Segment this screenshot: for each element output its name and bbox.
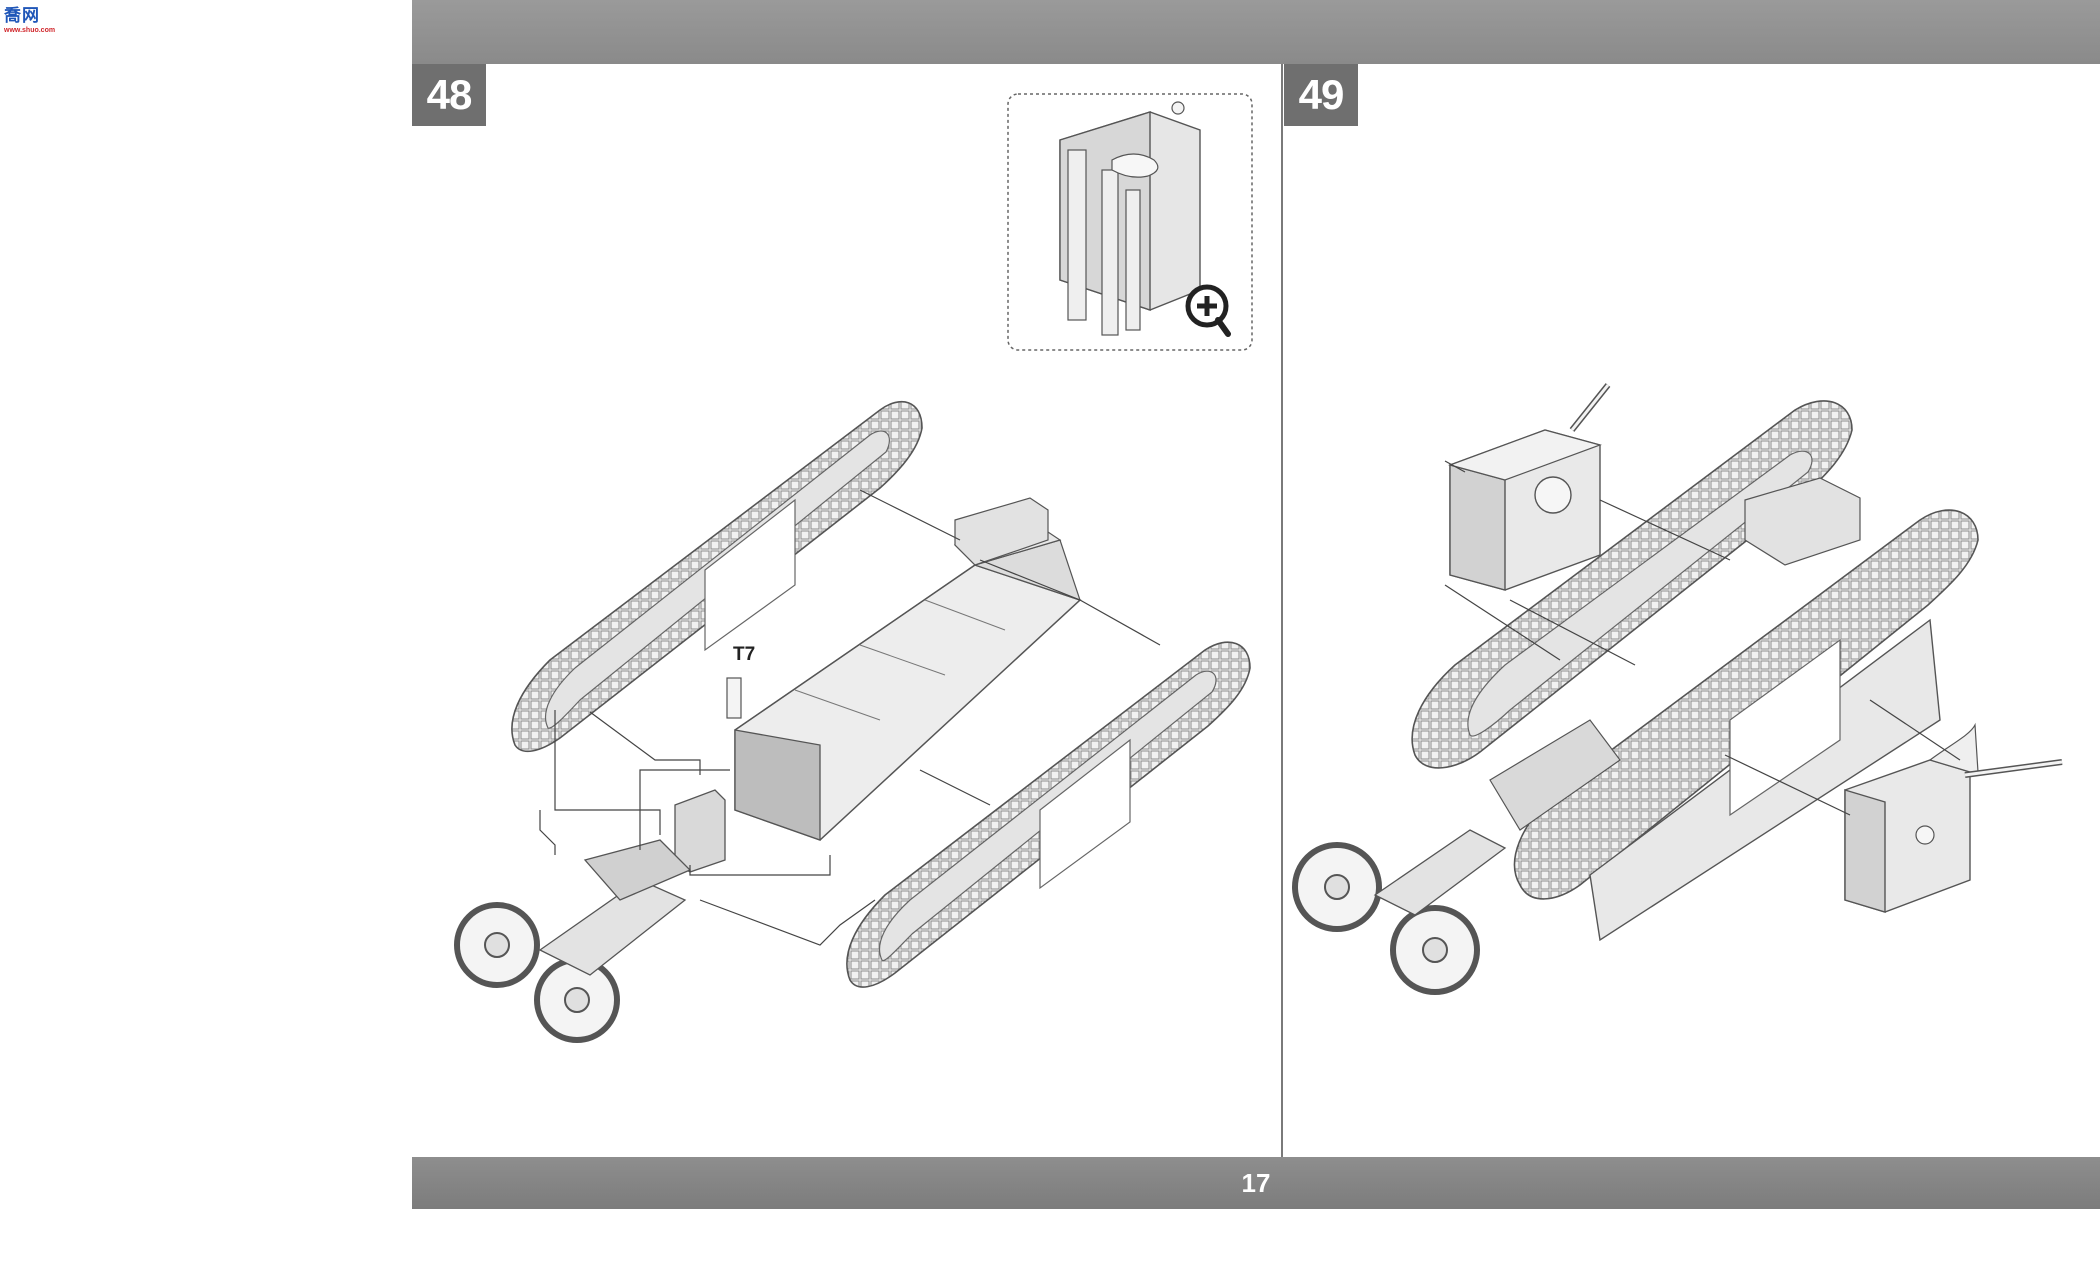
gun-sponson-right xyxy=(1844,722,2063,913)
assembly-guide-lines-48 xyxy=(539,489,1161,946)
footer-band xyxy=(412,1157,2100,1209)
assembly-guide-lines-49 xyxy=(1444,460,1961,816)
site-logo-url: www.shuo.com xyxy=(4,27,56,34)
small-component xyxy=(674,789,726,873)
central-hull xyxy=(726,497,1082,841)
step-number-49: 49 xyxy=(1284,64,1358,126)
track-side-left xyxy=(511,400,923,753)
site-logo: 喬网 www.shuo.com xyxy=(4,6,74,44)
zoom-plus-icon xyxy=(1185,284,1231,337)
track-side-right xyxy=(846,641,1251,988)
part-label-t7: T7 xyxy=(733,644,756,665)
tail-wheels-49 xyxy=(1292,829,1507,995)
site-logo-text: 喬网 xyxy=(4,6,40,25)
assembled-tank xyxy=(1411,400,1979,942)
step-number-48: 48 xyxy=(412,64,486,126)
page-number: 17 xyxy=(1241,1168,1271,1198)
header-band xyxy=(412,0,2100,64)
panel-divider xyxy=(1281,64,1283,1157)
detail-inset xyxy=(1007,93,1253,351)
tail-wheels-48 xyxy=(454,839,692,1043)
gun-sponson-left xyxy=(1448,383,1611,591)
